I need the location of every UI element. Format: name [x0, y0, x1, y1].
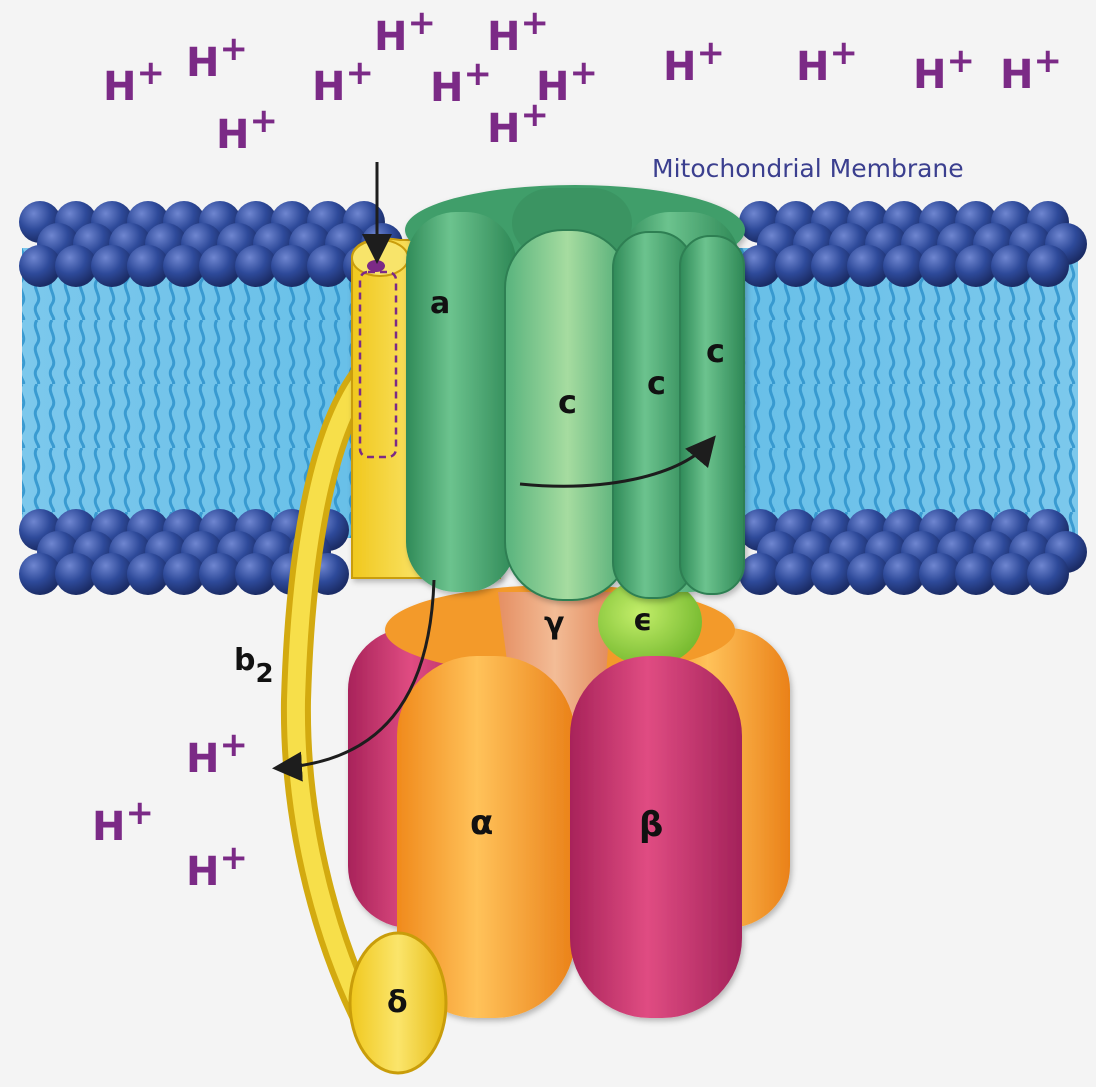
proton-charge: +	[696, 33, 725, 73]
lipid-head	[163, 245, 205, 287]
lipid-head	[919, 245, 961, 287]
proton-base: H	[186, 40, 219, 86]
proton-charge: +	[219, 29, 248, 69]
proton-label: H+	[913, 41, 975, 98]
lipid-head	[1027, 553, 1069, 595]
proton-base: H	[103, 64, 136, 110]
proton-base: H	[663, 44, 696, 90]
c-subunit-right	[680, 236, 744, 594]
lipid-head	[127, 553, 169, 595]
proton-charge: +	[463, 54, 492, 94]
proton-label: H+	[796, 33, 858, 90]
proton-base: H	[312, 64, 345, 110]
proton-charge: +	[1033, 41, 1062, 81]
proton-charge: +	[569, 53, 598, 93]
proton-base: H	[430, 65, 463, 111]
proton-entry-channel	[367, 260, 385, 272]
membrane-title: Mitochondrial Membrane	[652, 154, 964, 183]
proton-base: H	[487, 14, 520, 60]
proton-label: H+	[92, 793, 154, 850]
proton-base: H	[796, 44, 829, 90]
proton-base: H	[186, 849, 219, 895]
label-a: a	[430, 286, 450, 321]
proton-charge: +	[136, 53, 165, 93]
c-subunit-back-left	[406, 212, 516, 592]
proton-base: H	[913, 52, 946, 98]
lipid-head	[91, 553, 133, 595]
lipid-head	[739, 245, 781, 287]
lipid-head	[955, 245, 997, 287]
lipid-head	[91, 245, 133, 287]
proton-label: H+	[487, 3, 549, 60]
lipid-head	[163, 553, 205, 595]
proton-base: H	[216, 112, 249, 158]
lipid-head	[199, 245, 241, 287]
label-gamma: γ	[544, 606, 564, 641]
label-delta: δ	[387, 985, 408, 1020]
label-b2: b2	[234, 643, 274, 689]
proton-label: H+	[186, 29, 248, 86]
proton-label: H+	[374, 3, 436, 60]
label-beta: β	[639, 805, 663, 845]
proton-charge: +	[520, 95, 549, 135]
lipid-head	[883, 553, 925, 595]
label-c-mid: c	[647, 364, 666, 402]
lipid-head	[811, 245, 853, 287]
proton-label: H+	[103, 53, 165, 110]
proton-charge: +	[345, 53, 374, 93]
proton-charge: +	[946, 41, 975, 81]
proton-label: H+	[216, 101, 278, 158]
proton-charge: +	[407, 3, 436, 43]
label-alpha: α	[470, 803, 493, 843]
lipid-head	[55, 553, 97, 595]
proton-charge: +	[520, 3, 549, 43]
lipid-head	[1027, 245, 1069, 287]
lipid-head	[127, 245, 169, 287]
lipid-head	[883, 245, 925, 287]
label-c-right: c	[706, 332, 725, 370]
lipid-head	[271, 245, 313, 287]
proton-label: H+	[186, 838, 248, 895]
lipid-head	[811, 553, 853, 595]
proton-label: H+	[1000, 41, 1062, 98]
proton-label: H+	[487, 95, 549, 152]
label-b2-sub: 2	[255, 659, 273, 689]
lipid-head	[199, 553, 241, 595]
proton-label: H+	[663, 33, 725, 90]
lipid-head	[847, 553, 889, 595]
lipid-head	[775, 245, 817, 287]
label-b2-base: b	[234, 643, 255, 678]
proton-charge: +	[829, 33, 858, 73]
proton-charge: +	[219, 838, 248, 878]
proton-label: H+	[312, 53, 374, 110]
lipid-head	[991, 553, 1033, 595]
lipid-head	[955, 553, 997, 595]
proton-charge: +	[219, 725, 248, 765]
lipid-head	[919, 553, 961, 595]
proton-base: H	[92, 804, 125, 850]
proton-base: H	[487, 106, 520, 152]
lipid-head	[235, 553, 277, 595]
proton-charge: +	[249, 101, 278, 141]
label-c-front: c	[558, 383, 577, 421]
lipid-head	[991, 245, 1033, 287]
lipid-head	[847, 245, 889, 287]
proton-label: H+	[430, 54, 492, 111]
proton-base: H	[186, 736, 219, 782]
proton-charge: +	[125, 793, 154, 833]
lipid-head	[55, 245, 97, 287]
proton-label: H+	[186, 725, 248, 782]
lipid-head	[775, 553, 817, 595]
lipid-head	[307, 245, 349, 287]
lipid-head	[235, 245, 277, 287]
label-epsilon: ϵ	[633, 603, 652, 638]
proton-base: H	[374, 14, 407, 60]
lipid-head	[739, 553, 781, 595]
lipid-head	[19, 553, 61, 595]
lipid-head	[19, 245, 61, 287]
proton-base: H	[1000, 52, 1033, 98]
